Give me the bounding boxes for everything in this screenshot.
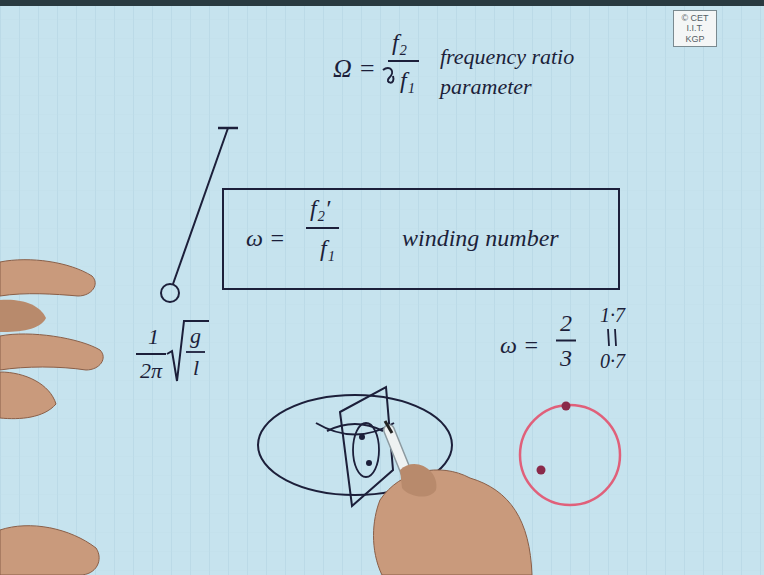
- circle-map: [520, 405, 620, 505]
- hand: [0, 260, 532, 575]
- numerator: g: [190, 325, 201, 347]
- term: winding number: [402, 226, 559, 250]
- note: frequency ratio parameter: [440, 42, 605, 102]
- numerator: 2: [560, 311, 572, 335]
- numerator: 1: [148, 326, 159, 348]
- torus-hole: [316, 423, 394, 435]
- sqrt-sign: [167, 321, 209, 381]
- fraction-bar: [306, 227, 339, 229]
- finger: [0, 372, 56, 419]
- poincare-plane: [340, 387, 393, 506]
- finger: [400, 464, 436, 497]
- numerator: f₂: [392, 30, 407, 54]
- fraction-bar: [388, 60, 419, 62]
- top-edge: [0, 0, 764, 6]
- formula: Ω =: [333, 56, 376, 82]
- boxed-definition: ω = f₂′ f₁ winding number: [222, 188, 620, 290]
- fraction-bar: [556, 340, 576, 342]
- section-circle: [353, 423, 379, 477]
- hand: [0, 526, 99, 575]
- formula: ω =: [246, 226, 285, 250]
- denominator: f₁: [320, 236, 335, 260]
- orbit-point: [562, 402, 571, 411]
- pen-tip: [385, 421, 392, 433]
- denominator: 2π: [140, 360, 162, 382]
- section-point: [366, 460, 372, 466]
- numerator: f₂′: [310, 196, 330, 220]
- formula: ω =: [500, 333, 539, 357]
- fraction-bar: [186, 351, 205, 353]
- finger: [0, 260, 95, 296]
- value: 0·7: [600, 351, 625, 371]
- section-point: [359, 434, 365, 440]
- fraction-bar: [136, 353, 166, 355]
- denominator: f₁: [400, 68, 415, 92]
- hand: [374, 470, 533, 575]
- denominator: 3: [560, 346, 572, 370]
- scribble: [383, 68, 393, 83]
- finger: [0, 300, 46, 332]
- watermark-box: © CET I.I.T. KGP: [673, 10, 717, 47]
- pendulum-rod: [173, 128, 228, 284]
- finger: [0, 334, 103, 370]
- node-text: © CET I.I.T. KGP: [677, 13, 713, 44]
- orbit-point: [537, 466, 546, 475]
- equals-sign: [608, 329, 616, 346]
- pendulum-bob: [161, 284, 179, 302]
- value: 1·7: [600, 305, 625, 325]
- denominator: l: [193, 357, 199, 379]
